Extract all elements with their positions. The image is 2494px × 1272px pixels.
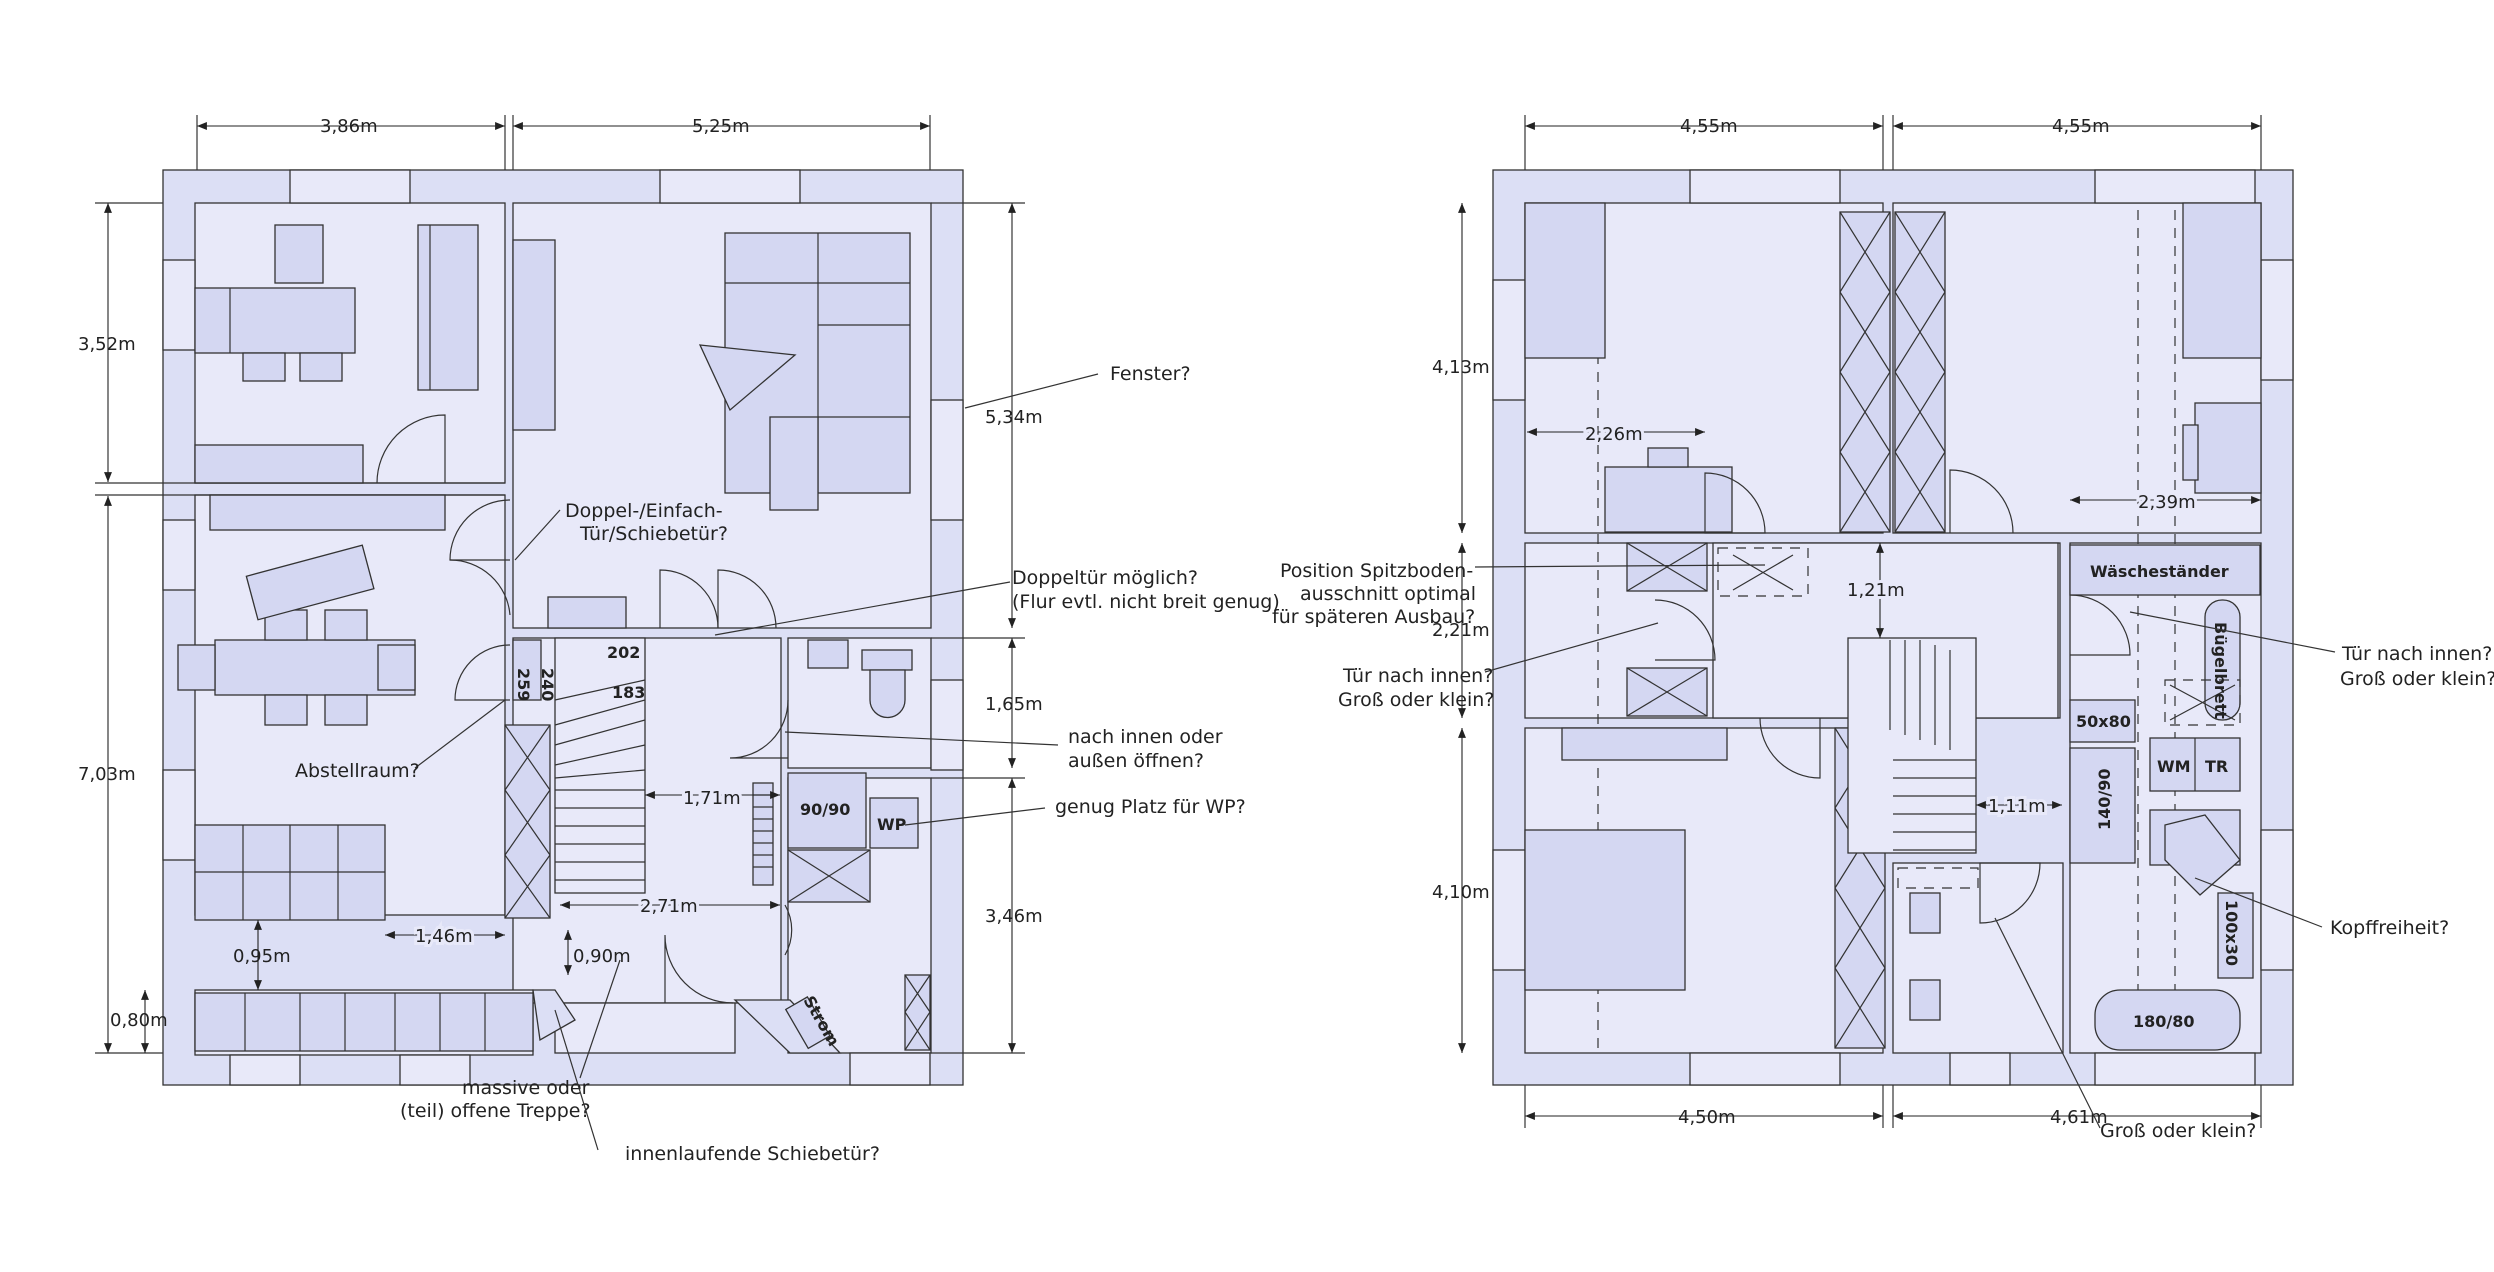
stair-vertical-label-2: 259 — [514, 668, 533, 701]
og-landing — [1892, 862, 2064, 1054]
dim-eg-top-left: 3,86m — [320, 116, 378, 137]
dim-og-top-left: 4,55m — [1680, 116, 1738, 137]
note-sliding-inside: innenlaufende Schiebetür? — [625, 1143, 880, 1165]
dim-og-stair: 1,11m — [1988, 796, 2046, 817]
note-storage: Abstellraum? — [295, 760, 420, 782]
bathtub-label: 180/80 — [2133, 1012, 2195, 1031]
note-attic-line2: ausschnitt optimal — [1300, 583, 1476, 605]
note-double-door-line2: Tür/Schiebetür? — [579, 523, 728, 545]
dryer-label: TR — [2205, 757, 2228, 776]
upper-floor-plan: Wäscheständer Bügelbrett 50x80 WM TR 140… — [1272, 115, 2494, 1142]
dim-eg-corridor: 1,71m — [683, 788, 741, 809]
dim-eg-stair-width: 2,71m — [640, 896, 698, 917]
note-double-possible-line2: (Flur evtl. nicht breit genug) — [1012, 591, 1280, 613]
dim-og-hall: 1,21m — [1847, 580, 1905, 601]
small-box-label: 50x80 — [2076, 712, 2131, 731]
dim-og-bottom-left: 4,50m — [1678, 1107, 1736, 1128]
dim-eg-wall-width: 1,46m — [415, 926, 473, 947]
dim-og-left-upper: 4,13m — [1432, 357, 1490, 378]
dim-eg-right-mid: 1,65m — [985, 694, 1043, 715]
note-door-left-line2: Groß oder klein? — [1338, 689, 1494, 711]
note-open-inward-line1: nach innen oder — [1068, 726, 1223, 748]
dim-eg-door-gap: 0,90m — [573, 946, 631, 967]
dim-og-inner-right: 2,39m — [2138, 492, 2196, 513]
note-heatpump-space: genug Platz für WP? — [1055, 796, 1246, 818]
note-door-right-line2: Groß oder klein? — [2340, 668, 2494, 690]
laundry-rack-label: Wäscheständer — [2090, 562, 2229, 581]
og-shower-label: 140/90 — [2095, 768, 2114, 830]
heatpump-label: WP — [877, 815, 907, 834]
note-double-door-line1: Doppel-/Einfach- — [565, 500, 723, 522]
dim-eg-bay-left: 0,80m — [110, 1010, 168, 1031]
note-double-possible-line1: Doppeltür möglich? — [1012, 567, 1198, 589]
note-open-inward-line2: außen öffnen? — [1068, 750, 1204, 772]
dim-og-left-lower: 4,10m — [1432, 882, 1490, 903]
note-stairs-line2: (teil) offene Treppe? — [400, 1100, 591, 1122]
note-headroom: Kopffreiheit? — [2330, 917, 2449, 939]
note-door-left-line1: Tür nach innen? — [1342, 665, 1493, 687]
eg-entrance — [554, 1002, 736, 1054]
dim-eg-top-right: 5,25m — [692, 116, 750, 137]
dim-eg-bay-depth: 0,95m — [233, 946, 291, 967]
note-window: Fenster? — [1110, 363, 1191, 385]
note-attic-line3: für späteren Ausbau? — [1272, 606, 1475, 628]
note-stairs-line1: massive oder — [462, 1077, 590, 1099]
note-attic-line1: Position Spitzboden- — [1280, 560, 1473, 582]
stair-step-label-2: 183 — [612, 683, 645, 702]
note-door-right-line1: Tür nach innen? — [2341, 643, 2492, 665]
ground-floor-plan: 202 183 240 259 90/90 WP Strom 3,86m 5,2… — [78, 115, 1280, 1165]
dim-og-left-mid: 2,21m — [1432, 620, 1490, 641]
washer-label: WM — [2157, 757, 2191, 776]
stair-vertical-label-1: 240 — [538, 668, 557, 701]
ironing-board-label: Bügelbrett — [2211, 622, 2230, 719]
dim-eg-left-lower: 7,03m — [78, 764, 136, 785]
dim-eg-right-upper: 5,34m — [985, 407, 1043, 428]
shower-label: 90/90 — [800, 800, 850, 819]
note-big-small: Groß oder klein? — [2100, 1120, 2256, 1142]
dim-eg-right-lower: 3,46m — [985, 906, 1043, 927]
stair-step-label-1: 202 — [607, 643, 640, 662]
dim-og-bottom-right: 4,61m — [2050, 1107, 2108, 1128]
small-wall-label: 100x30 — [2222, 900, 2241, 966]
dim-og-top-right: 4,55m — [2052, 116, 2110, 137]
dim-og-inner-left: 2,26m — [1585, 424, 1643, 445]
dim-eg-left-upper: 3,52m — [78, 334, 136, 355]
